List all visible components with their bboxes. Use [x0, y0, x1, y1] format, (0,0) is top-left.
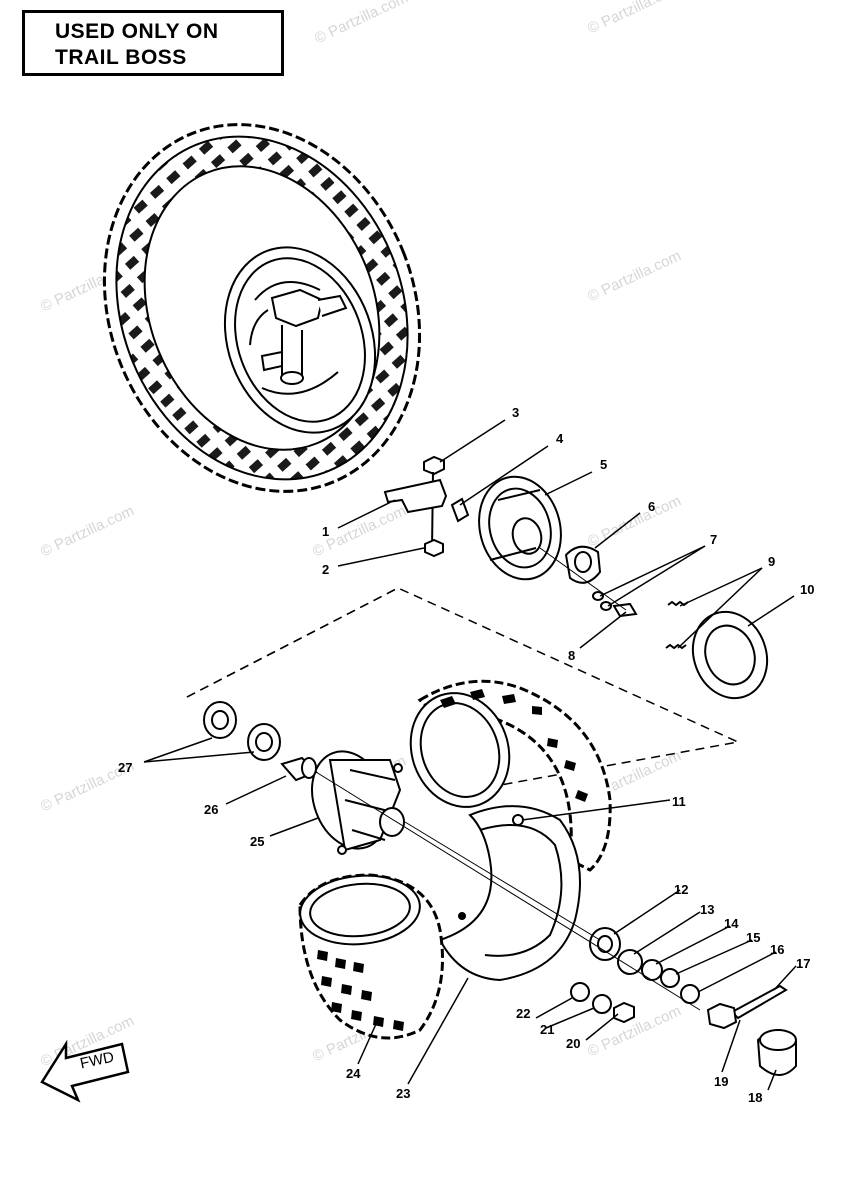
callout-19: 19	[714, 1074, 728, 1089]
part-24-tire-lower	[298, 873, 444, 1040]
part-4-clip	[450, 497, 470, 523]
callout-23: 23	[396, 1086, 410, 1101]
part-1-bracket	[383, 478, 448, 514]
forward-direction-arrow	[40, 1039, 130, 1103]
leader-lines	[143, 419, 797, 1091]
callout-25: 25	[250, 834, 264, 849]
part-21-washer	[592, 994, 612, 1014]
callout-11: 11	[672, 794, 686, 809]
part-25-hub	[311, 750, 405, 855]
callout-26: 26	[204, 802, 218, 817]
upper-axle-line	[539, 547, 627, 611]
callout-10: 10	[800, 582, 814, 597]
lower-wheel-assembly	[203, 679, 797, 1076]
part-23-rim-disc	[438, 805, 581, 982]
callout-24: 24	[346, 1066, 361, 1081]
model-note-line-2: TRAIL BOSS	[55, 46, 187, 69]
callout-1: 1	[322, 524, 329, 539]
lower-axle-line	[315, 771, 701, 1011]
callout-9: 9	[768, 554, 775, 569]
model-note-box	[22, 10, 284, 76]
callout-8: 8	[568, 648, 575, 663]
callout-22: 22	[516, 1006, 530, 1021]
callout-20: 20	[566, 1036, 580, 1051]
part-2-bolt	[424, 538, 444, 558]
callout-5: 5	[600, 457, 607, 472]
callout-numbers: 1 2 3 4 5 6 7 8 9 10 11 12 13 14 15 16 1…	[118, 405, 814, 1105]
part-20-nut	[613, 1001, 635, 1024]
callout-7: 7	[710, 532, 717, 547]
part-22-washer	[570, 982, 590, 1002]
part-17-cotter	[730, 984, 788, 1020]
callout-18: 18	[748, 1090, 762, 1105]
callout-27: 27	[118, 760, 132, 775]
callout-12: 12	[674, 882, 688, 897]
callout-4: 4	[556, 431, 564, 446]
callout-2: 2	[322, 562, 329, 577]
part-3-nut	[423, 455, 445, 476]
model-note-line-1: USED ONLY ON	[55, 20, 219, 43]
part-27-bearings	[203, 701, 281, 761]
callout-13: 13	[700, 902, 714, 917]
part-7-clip	[592, 591, 604, 601]
callout-14: 14	[724, 916, 739, 931]
callout-3: 3	[512, 405, 519, 420]
axle-hardware	[589, 927, 797, 1076]
part-13-spacer	[617, 949, 643, 975]
callout-16: 16	[770, 942, 784, 957]
callout-6: 6	[648, 499, 655, 514]
part-15-washer	[660, 968, 680, 988]
callout-21: 21	[540, 1022, 554, 1037]
upper-wheel-assembly	[102, 123, 422, 493]
part-19-castle-nut	[706, 1002, 738, 1030]
part-16-washer	[680, 984, 700, 1004]
part-8-pin	[612, 602, 638, 618]
part-23-tire-upper	[409, 679, 612, 872]
callout-15: 15	[746, 930, 760, 945]
callout-17: 17	[796, 956, 810, 971]
brake-parts	[383, 455, 769, 700]
